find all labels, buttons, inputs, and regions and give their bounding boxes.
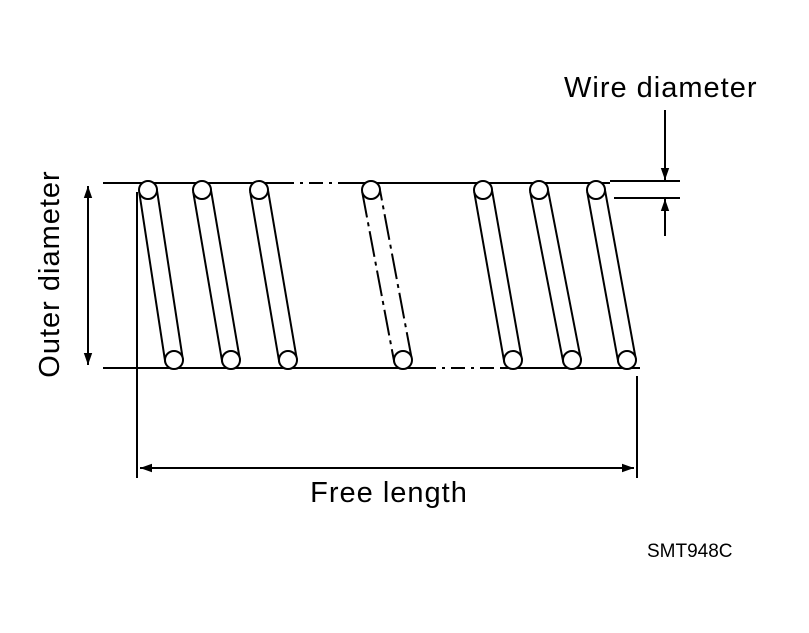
figure-code-label: SMT948C bbox=[647, 541, 733, 562]
free-length-dimension bbox=[136, 192, 638, 478]
coil-3 bbox=[249, 188, 298, 370]
coil-4 bbox=[361, 188, 413, 370]
coil-7 bbox=[586, 188, 637, 370]
coil-2 bbox=[192, 188, 241, 370]
coil-5 bbox=[473, 188, 523, 370]
coil-1 bbox=[138, 188, 184, 370]
coil-6 bbox=[529, 188, 582, 370]
spring-coils bbox=[138, 180, 637, 370]
wire-diameter-label: Wire diameter bbox=[564, 72, 758, 104]
free-length-label: Free length bbox=[310, 477, 468, 509]
wire-diameter-dimension bbox=[610, 110, 680, 236]
outer-diameter-label: Outer diameter bbox=[34, 170, 66, 377]
